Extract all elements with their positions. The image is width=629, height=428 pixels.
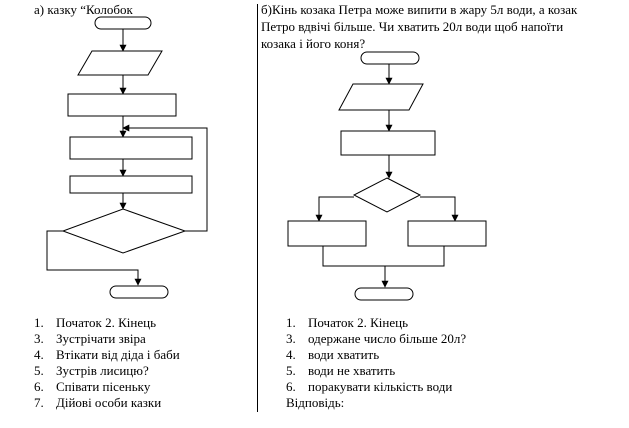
flowchart-b-end-terminal (354, 287, 414, 301)
part-b-title-line-1: б)Кінь козака Петра може випити в жару 5… (261, 2, 578, 17)
flowchart-a-process-3 (69, 175, 193, 194)
part-b-title-line-3: козака і його коня? (261, 36, 366, 51)
flowchart-a-process-2 (69, 136, 193, 160)
part-b-title-line-2: Петро вдвічі більше. Чи хватить 20л води… (261, 19, 564, 34)
part-a-title: а) казку “Колобок (34, 2, 133, 17)
flowchart-a-decision (61, 208, 187, 254)
flowchart-b-left-box (287, 220, 367, 247)
flowchart-b-left-arrow (315, 196, 354, 222)
flowchart-a-end-terminal (109, 285, 169, 299)
part-b-answer-label: Відповідь: (286, 395, 345, 410)
flowchart-a-process-1 (67, 93, 177, 117)
column-divider (257, 4, 258, 412)
flowchart-a-start-terminal (94, 16, 152, 30)
flowchart-b-merge-line (322, 246, 445, 267)
flowchart-b-right-arrow (420, 196, 459, 222)
flowchart-b-start-terminal (360, 51, 420, 65)
flowchart-b (287, 51, 487, 301)
flowchart-b-input-shape (338, 83, 424, 111)
flowchart-a (46, 16, 208, 299)
flowchart-b-process (340, 130, 436, 156)
flowchart-a-input-shape (77, 50, 163, 76)
flowchart-a-exit-arrow (46, 230, 142, 286)
flowchart-a-loop-arrow (122, 124, 208, 232)
flowchart-b-decision (352, 177, 422, 213)
flowchart-b-right-box (407, 220, 487, 247)
